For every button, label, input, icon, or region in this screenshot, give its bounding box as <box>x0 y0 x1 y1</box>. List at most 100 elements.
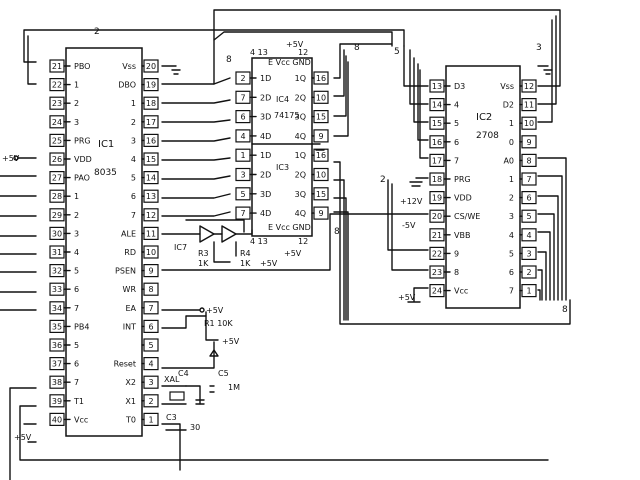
ic1-right-pin-label: Reset <box>114 360 136 369</box>
ic1-right-pin-number: 19 <box>146 81 156 90</box>
bus-label-3: 3 <box>536 43 542 53</box>
ic1-right-pin-label: 3 <box>131 136 136 145</box>
latch-in-pin-label: 4D <box>260 209 271 218</box>
ic2-left-pin-number: 19 <box>432 194 442 203</box>
ic1-left-pin-label: T1 <box>73 397 84 406</box>
ic1-right-pin-label: DBO <box>118 81 136 90</box>
ea-supply-label: +5V <box>206 306 224 315</box>
ic1-left-pin-number: 38 <box>52 378 62 387</box>
r4-supply-label: +5V <box>260 259 278 268</box>
ic1-right-pin-number: 16 <box>146 136 156 145</box>
ic1-left-pin-number: 30 <box>52 229 62 238</box>
latch-top-pins: 4 13 <box>250 48 268 57</box>
ic1-right-pin-number: 12 <box>146 211 156 220</box>
reset-diode <box>209 349 219 357</box>
ic2-left-pin-label: VDD <box>454 194 472 203</box>
ic2-right-pin-number: 2 <box>526 268 531 277</box>
latch-out-pin-label: 4Q <box>295 132 306 141</box>
ic2-vcc-supply-label: +5V <box>398 293 416 302</box>
latch-in-pin-number: 1 <box>240 151 245 160</box>
latch-out-pin-label: 1Q <box>295 74 306 83</box>
latch-in-pin-label: 3D <box>260 113 271 122</box>
ic2-right-pin-number: 10 <box>524 119 534 128</box>
ic1-right-pin-label: 5 <box>131 174 136 183</box>
ic2-left-pin-number: 15 <box>432 119 442 128</box>
r3-value: 1K <box>198 259 209 268</box>
latch-in-pin-label: 2D <box>260 93 271 102</box>
ic2-right-pin-label: 1 <box>509 119 514 128</box>
ic1-right-pin-number: 7 <box>148 304 153 313</box>
ic1-left-pin-label: PRG <box>74 136 91 145</box>
ic2-left-pin-label: D3 <box>454 82 465 91</box>
r3-label: R3 <box>198 249 209 258</box>
ic1-left-pin-number: 25 <box>52 136 62 145</box>
ic1-left-pin-number: 31 <box>52 248 62 257</box>
ic2-left-pin-number: 23 <box>432 268 442 277</box>
db5-wire <box>161 175 231 180</box>
ic2-left-pin-label: 7 <box>454 156 459 165</box>
a1-wire <box>537 175 563 301</box>
ic1-right-pin-label: X2 <box>125 378 136 387</box>
ic2-right-pin-number: 6 <box>526 194 531 203</box>
ic1-body <box>65 47 143 437</box>
latch-out-pin-label: 2Q <box>295 93 306 102</box>
ic2-right-pin-label: D2 <box>503 101 514 110</box>
a9-wire <box>387 179 429 251</box>
db7-wire <box>161 211 231 217</box>
bus-label-8d: 8 <box>562 305 568 315</box>
latch-out-pin-label: 2Q <box>295 171 306 180</box>
ic1-right-pin-number: 13 <box>146 192 156 201</box>
ic2-body <box>445 65 521 309</box>
db1-wire <box>161 99 231 104</box>
ic7-label: IC7 <box>174 243 187 252</box>
ic1-part: 8035 <box>94 168 117 178</box>
ic1-left-pin-number: 36 <box>52 341 62 350</box>
latch-out-6 <box>333 179 345 321</box>
ic1-left-pin-number: 27 <box>52 174 62 183</box>
vbb-supply-label: -5V <box>402 221 416 230</box>
bus-label-2b: 2 <box>380 175 386 185</box>
latch-out-pin-label: 3Q <box>295 190 306 199</box>
ic1-left-pin-label: 2 <box>74 211 79 220</box>
ic1-right-pin-label: X1 <box>125 397 136 406</box>
vcc-supply-label: +5V <box>14 433 32 442</box>
ic2-left-pin-number: 13 <box>432 82 442 91</box>
ic2-right-pin-label: 1 <box>509 175 514 184</box>
ic1-left-pin-number: 34 <box>52 304 62 313</box>
bus-label-8c: 8 <box>334 227 340 237</box>
ic1-left-pin-label: 3 <box>74 229 79 238</box>
a8-wire <box>391 183 429 271</box>
ic1-right-pin-number: 8 <box>148 285 153 294</box>
db2-wire <box>161 119 231 123</box>
ic1-left-pin-number: 29 <box>52 211 62 220</box>
ic2-d1-wire <box>537 15 557 105</box>
latch-body <box>251 57 313 237</box>
latch-bottom-bus <box>333 161 571 325</box>
ic1-left-pin-label: 7 <box>74 304 79 313</box>
ic2-right-pin-label: 4 <box>509 231 514 240</box>
latch-out-4 <box>333 61 349 137</box>
ic1-right-pin-number: 20 <box>146 62 156 71</box>
ic1-right-pin-label: INT <box>123 322 136 331</box>
ic2-right-pin-number: 9 <box>526 138 531 147</box>
ale-top <box>185 219 245 233</box>
t1-line <box>19 405 549 461</box>
latch-in-pin-number: 3 <box>240 171 245 180</box>
latch-in-pin-number: 7 <box>240 209 245 218</box>
ic2-d6-wire <box>417 63 429 141</box>
ic2-right-pin-number: 12 <box>524 82 534 91</box>
ic2-left-pin-number: 22 <box>432 249 442 258</box>
ale-to-latch <box>235 229 253 235</box>
ic2-right-pin-number: 11 <box>524 101 534 110</box>
ic2-right-pin-number: 4 <box>526 231 531 240</box>
ic1-right-pin-number: 4 <box>148 360 153 369</box>
ic2-right-pin-number: 3 <box>526 249 531 258</box>
ic1-left-pin-label: 2 <box>74 99 79 108</box>
latch-out-pin-number: 16 <box>316 74 326 83</box>
ic2-left-pin-number: 24 <box>432 287 442 296</box>
